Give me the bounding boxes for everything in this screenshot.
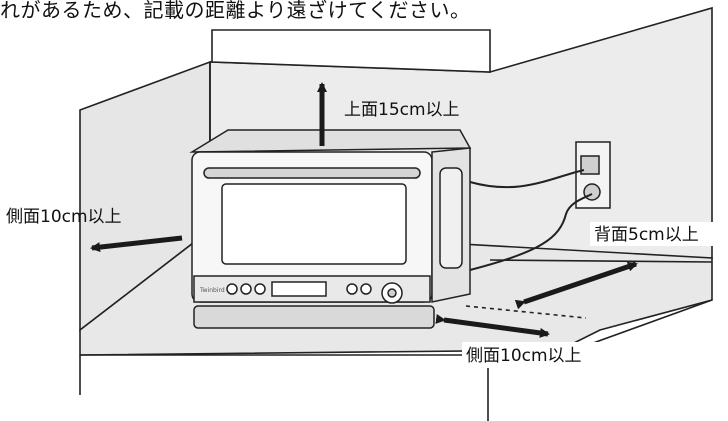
oven-handle [203,167,421,179]
power-cord [469,169,585,189]
ceiling-shelf [211,29,491,73]
oven-button [360,283,372,295]
caption-text: れがあるため、記載の距離より遠ざけてください。 [0,0,471,22]
oven-button [254,283,266,295]
oven-base [193,305,435,329]
back-clearance-label: 背面5cm以上 [594,225,699,245]
left-side-clearance-arrow [90,235,183,253]
outlet-plug [580,155,600,175]
right-side-clearance-arrow [435,313,550,338]
brand-label: Twinbird [199,287,225,294]
oven-display [271,281,327,297]
back-label-bg [590,222,726,246]
power-cord-lower [469,193,593,271]
back-clearance-arrow [514,261,638,310]
left-side-clearance-label: 側面10cm以上 [6,207,122,227]
oven-top [189,129,472,153]
oven-button [346,283,358,295]
clearance-arrows [90,82,638,338]
microwave-oven [189,129,472,329]
counter-back-edge-right [489,259,713,263]
oven-button [226,283,238,295]
oven-side-vent [439,167,463,269]
right-side-clearance-label: 側面10cm以上 [466,346,582,366]
power-outlet [575,141,611,209]
oven-dial-center [387,288,397,298]
oven-window [221,183,407,265]
oven-button [240,283,252,295]
top-clearance-label: 上面15cm以上 [344,100,460,120]
right-side-label-bg [462,342,614,368]
